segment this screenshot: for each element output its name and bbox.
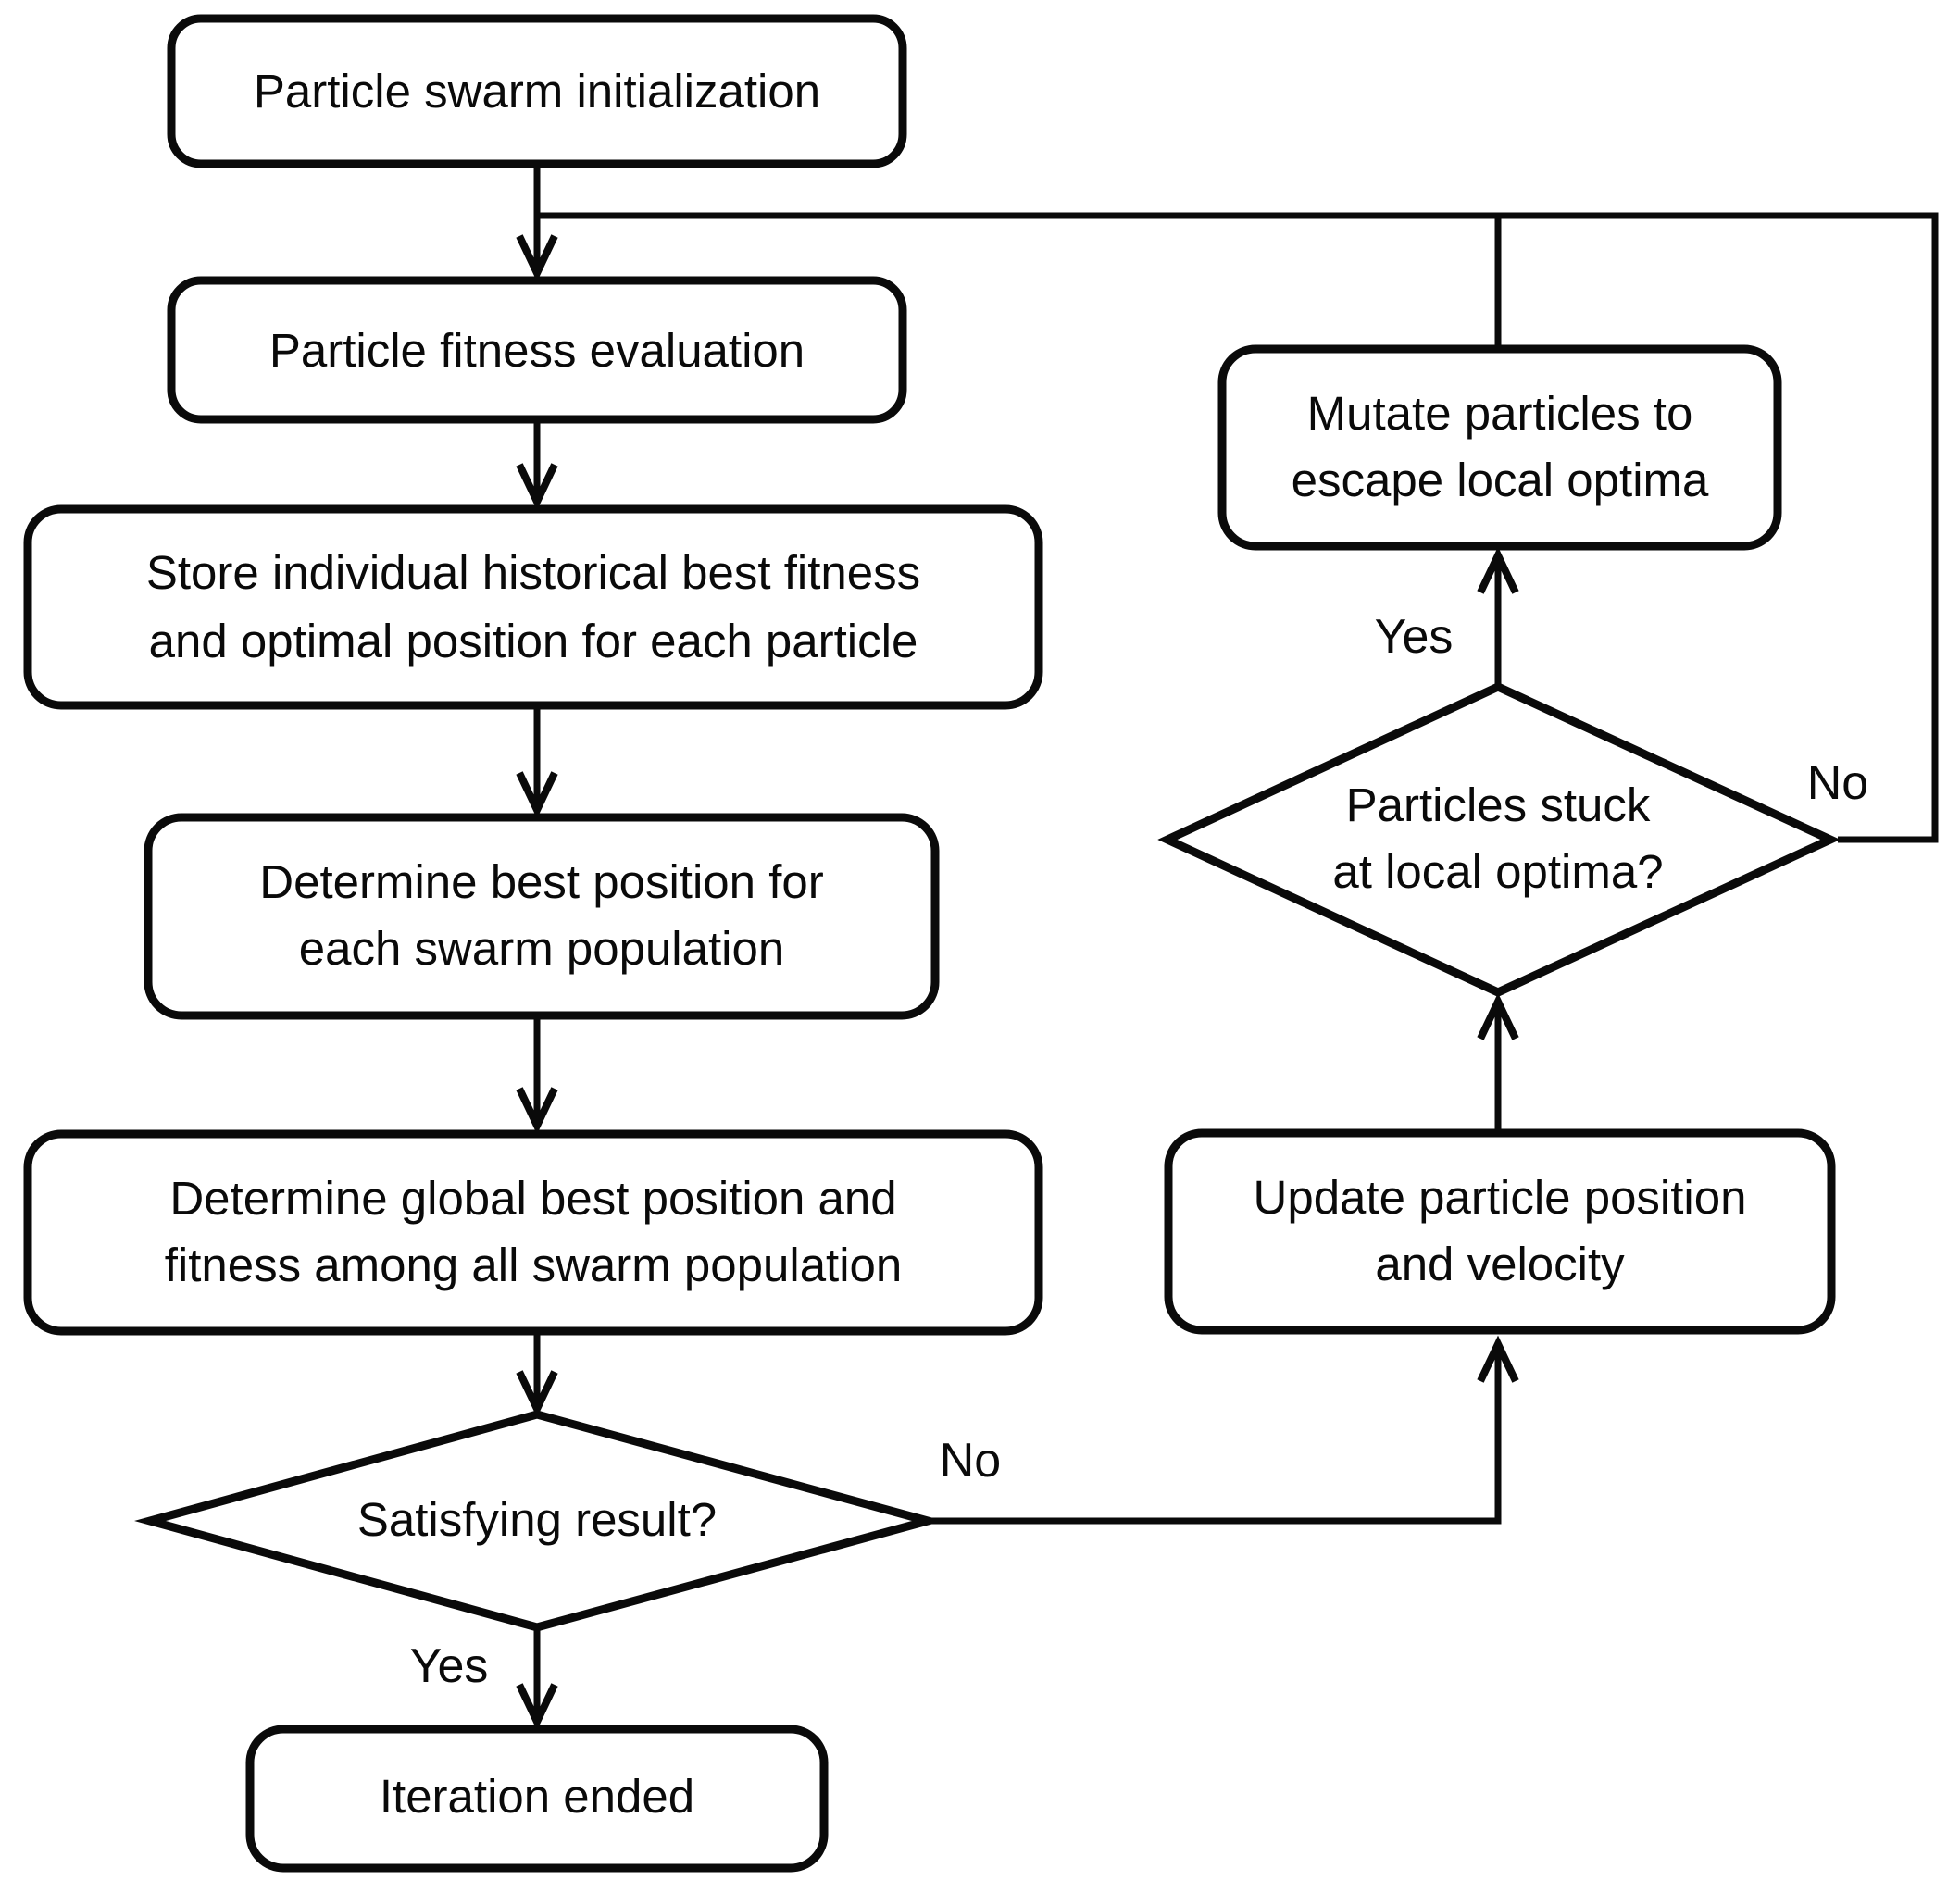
decision-stuck-label-line1: Particles stuck — [1346, 778, 1651, 831]
label-satisfying-no: No — [940, 1434, 1001, 1488]
node-fitness-box — [167, 276, 907, 424]
node-determine-swarm-best: Determine best position for each swarm p… — [144, 813, 940, 1020]
node-swarm-best-label-line1: Determine best position for — [259, 855, 823, 908]
node-mutate-particles: Mutate particles to escape local optima — [1217, 344, 1782, 551]
node-mutate-label-line2: escape local optima — [1292, 454, 1709, 506]
label-stuck-no: No — [1807, 756, 1868, 810]
node-init-box — [167, 14, 907, 168]
node-particle-swarm-initialization: Particle swarm initialization — [167, 14, 907, 168]
node-fitness-label: Particle fitness evaluation — [269, 324, 805, 377]
node-init-label: Particle swarm initialization — [254, 65, 820, 118]
node-global-best-box — [23, 1129, 1043, 1336]
node-global-best-label-line1: Determine global best position and — [169, 1172, 896, 1225]
edge-feedback-loop — [537, 212, 1939, 843]
decision-stuck-shape — [1157, 682, 1841, 997]
decision-satisfying-label: Satisfying result? — [357, 1493, 717, 1546]
edge-satisfying-no-to-update — [928, 1335, 1519, 1525]
node-particle-fitness-evaluation: Particle fitness evaluation — [167, 276, 907, 424]
node-iteration-ended: Iteration ended — [245, 1725, 829, 1873]
node-store-label-line2: and optimal position for each particle — [149, 615, 918, 667]
node-iteration-ended-label: Iteration ended — [380, 1770, 694, 1823]
decision-satisfying-result: Satisfying result? — [134, 1410, 944, 1632]
node-iteration-ended-box — [245, 1725, 829, 1873]
label-satisfying-yes: Yes — [410, 1639, 489, 1693]
node-update-particle: Update particle position and velocity — [1164, 1128, 1836, 1335]
node-store-individual-best: Store individual historical best fitness… — [23, 504, 1043, 710]
node-mutate-box — [1217, 344, 1782, 551]
node-update-label-line1: Update particle position — [1254, 1171, 1747, 1224]
node-store-box — [23, 504, 1043, 710]
node-mutate-label-line1: Mutate particles to — [1307, 387, 1693, 440]
decision-stuck-label-line2: at local optima? — [1332, 845, 1663, 898]
node-determine-global-best: Determine global best position and fitne… — [23, 1129, 1043, 1336]
label-stuck-yes: Yes — [1375, 610, 1454, 664]
decision-satisfying-shape — [134, 1410, 944, 1632]
node-store-label-line1: Store individual historical best fitness — [146, 546, 920, 599]
node-swarm-best-box — [144, 813, 940, 1020]
node-update-label-line2: and velocity — [1375, 1238, 1625, 1290]
node-swarm-best-label-line2: each swarm population — [299, 922, 784, 975]
decision-particles-stuck: Particles stuck at local optima? — [1157, 682, 1841, 997]
node-global-best-label-line2: fitness among all swarm population — [165, 1239, 903, 1291]
node-update-box — [1164, 1128, 1836, 1335]
